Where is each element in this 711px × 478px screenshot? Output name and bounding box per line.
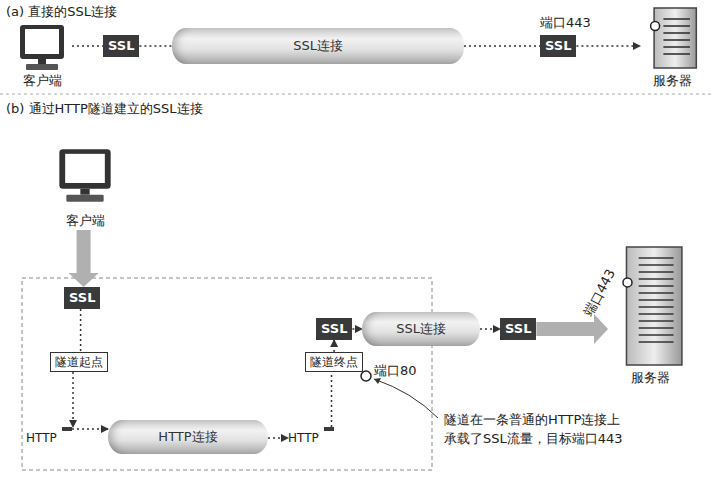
server-node: 服务器 (608, 245, 692, 387)
node-text: 隧道终点 (310, 354, 358, 370)
client-node: 客户端 (50, 140, 120, 230)
leader-head (374, 378, 381, 384)
node-text: SSL连接 (396, 320, 446, 338)
node-text: 服务器 (608, 369, 692, 387)
node-text: 服务器 (640, 72, 704, 90)
big-flow-arrow (69, 230, 99, 287)
panel-caption: (a) 直接的SSL连接 (6, 3, 117, 20)
server-icon (640, 6, 704, 72)
server-node: 服务器 (640, 6, 704, 90)
dotted-connector (576, 45, 640, 47)
port-label: 端口80 (374, 362, 417, 379)
client-computer-icon (50, 140, 120, 212)
ssl-box: SSL (540, 35, 576, 57)
port-circle (361, 371, 371, 381)
dotted-connector (139, 45, 172, 47)
port-label: 端口443 (540, 14, 591, 31)
dotted-connector (352, 328, 362, 330)
client-computer-icon (12, 24, 72, 72)
ssl-box: SSL (316, 318, 352, 340)
node-text: SSL (321, 320, 347, 338)
tunnel-endpoint-box: 隧道终点 (305, 352, 363, 372)
http-ssl-group: HTTP SSL (288, 427, 334, 449)
dotted-connector (268, 437, 288, 439)
node-text: HTTP (26, 427, 57, 449)
connection-tube: SSL连接 (172, 28, 464, 64)
ssl-box: SSL (64, 287, 100, 309)
port-label: 端口443 (580, 266, 619, 319)
connection-tube: HTTP连接 (108, 420, 268, 454)
dotted-connector (464, 45, 540, 47)
client-node: 客户端 (12, 24, 72, 90)
node-text: SSL (545, 37, 571, 55)
connection-tube: SSL连接 (362, 312, 480, 346)
node-text: 隧道起点 (55, 354, 103, 370)
node-text: HTTP (288, 427, 319, 449)
node-text: SSL (69, 289, 95, 307)
leader-line (374, 379, 438, 418)
node-text: SSL连接 (293, 37, 343, 55)
node-text: SSL (505, 320, 531, 338)
ssl-box: SSL (103, 35, 139, 57)
big-flow-arrow (536, 314, 608, 344)
tunnel-region (22, 278, 432, 470)
tunnel-endpoint-box: 隧道起点 (50, 352, 108, 372)
ssl-box: SSL (500, 318, 536, 340)
ssl-box: SSL (62, 427, 72, 431)
dotted-connector (480, 328, 500, 330)
dotted-connector (80, 309, 82, 352)
dotted-connector (333, 340, 335, 352)
dotted-connector (72, 45, 103, 47)
node-text: SSL (108, 37, 134, 55)
ssl-box: SSL (324, 427, 334, 431)
node-text: HTTP连接 (158, 428, 217, 446)
section-divider (0, 94, 711, 95)
panel-caption: (b) 通过HTTP隧道建立的SSL连接 (6, 100, 203, 117)
dotted-connector (72, 372, 74, 427)
node-text: SSL (62, 427, 86, 449)
node-text: 客户端 (12, 72, 72, 90)
http-ssl-group: HTTP SSL (26, 427, 72, 449)
dotted-connector (331, 372, 333, 427)
callout-note: 隧道在一条普通的HTTP连接上 承载了SSL流量，目标端口443 (444, 410, 628, 448)
server-icon (608, 245, 692, 369)
node-text: SSL (324, 427, 348, 449)
node-text: 客户端 (50, 212, 120, 230)
dotted-connector (72, 428, 108, 430)
